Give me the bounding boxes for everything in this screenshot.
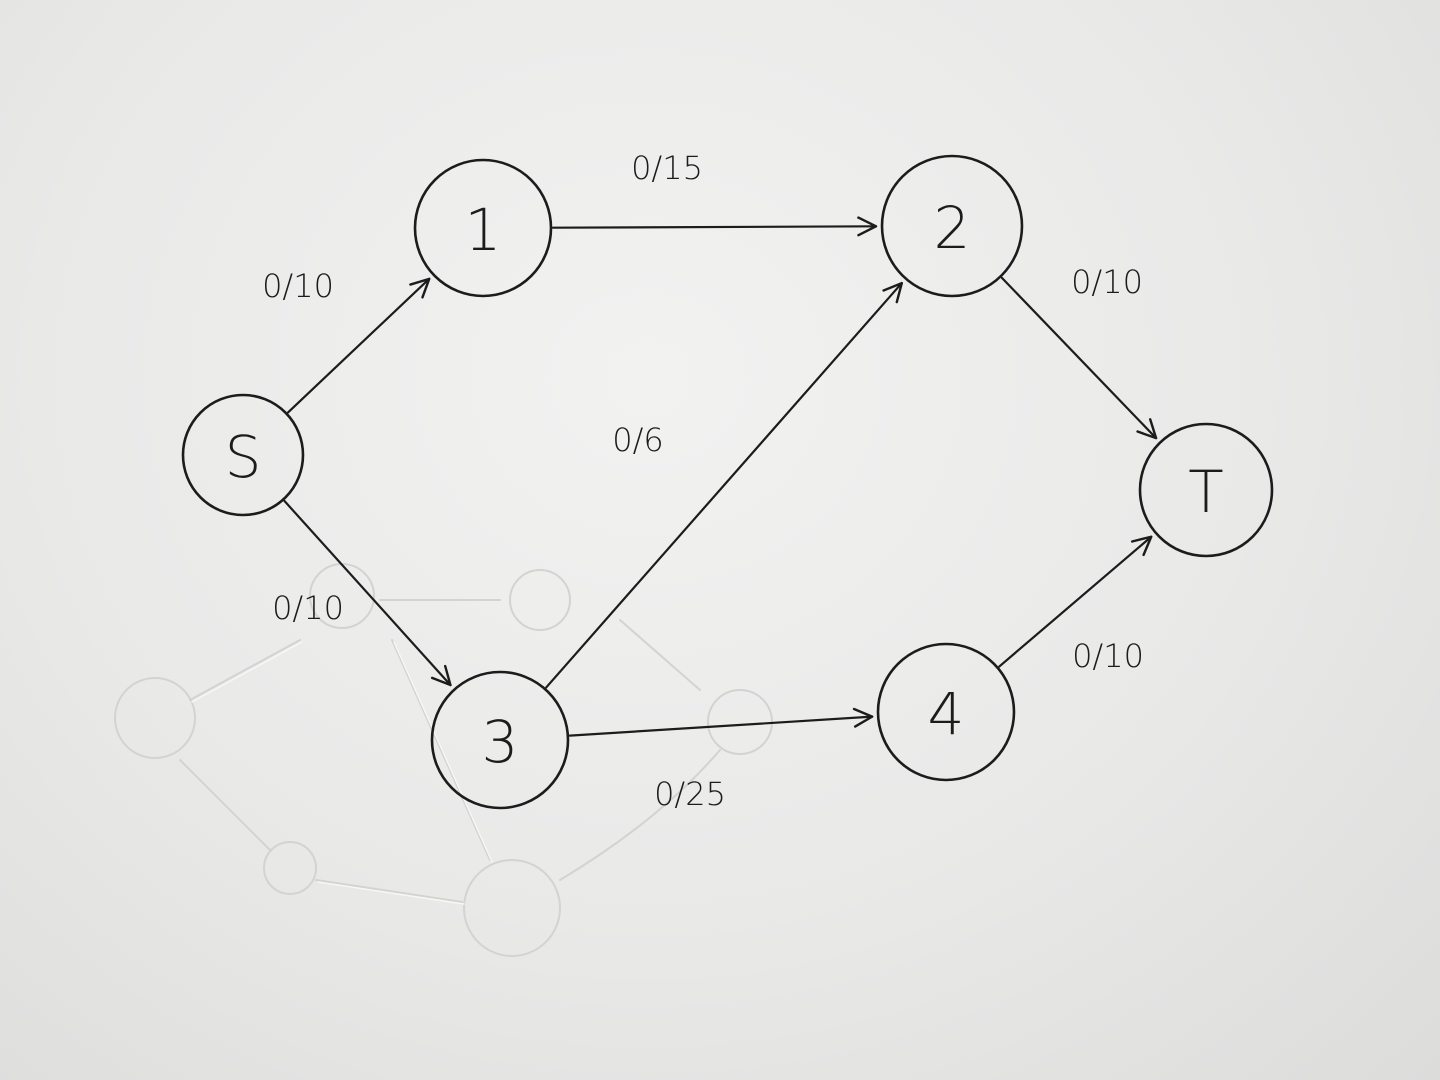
edge-label-2-to-T: 0/10 [1071, 263, 1143, 301]
edge-label-4-to-T: 0/10 [1072, 637, 1144, 675]
node-label-3: 3 [482, 708, 519, 776]
node-label-4: 4 [928, 680, 965, 748]
node-label-S: S [225, 423, 262, 491]
node-circle-T [1138, 422, 1274, 558]
node-circle-2 [880, 154, 1024, 298]
node-circle-S [181, 393, 305, 517]
edge-arrow-3-to-4 [568, 707, 874, 737]
nodes-layer: S 1 2 3 4 T [181, 154, 1274, 810]
edge-arrow-3-to-2 [545, 281, 904, 689]
node-label-T: T [1188, 458, 1223, 526]
node-label-2: 2 [934, 194, 971, 262]
edge-label-S-to-3: 0/10 [272, 589, 344, 627]
edge-label-3-to-4: 0/25 [654, 775, 726, 813]
edge-arrow-4-to-T [998, 535, 1153, 668]
node-circle-1 [413, 158, 553, 298]
edge-arrow-S-to-3 [283, 499, 452, 687]
node-circle-3 [430, 670, 570, 810]
node-circle-4 [876, 642, 1016, 782]
edge-label-S-to-1: 0/10 [262, 267, 334, 305]
embossed-ghost-marks [114, 563, 773, 957]
edge-arrow-S-to-1 [286, 277, 431, 414]
edge-label-3-to-2: 0/6 [612, 421, 664, 459]
edge-label-1-to-2: 0/15 [631, 149, 703, 187]
node-label-1: 1 [465, 196, 502, 264]
edges-layer: 0/10 0/10 0/15 0/6 0/25 0/10 0/10 [262, 149, 1158, 813]
edge-arrow-2-to-T [1000, 276, 1158, 440]
edge-arrow-1-to-2 [551, 216, 878, 237]
